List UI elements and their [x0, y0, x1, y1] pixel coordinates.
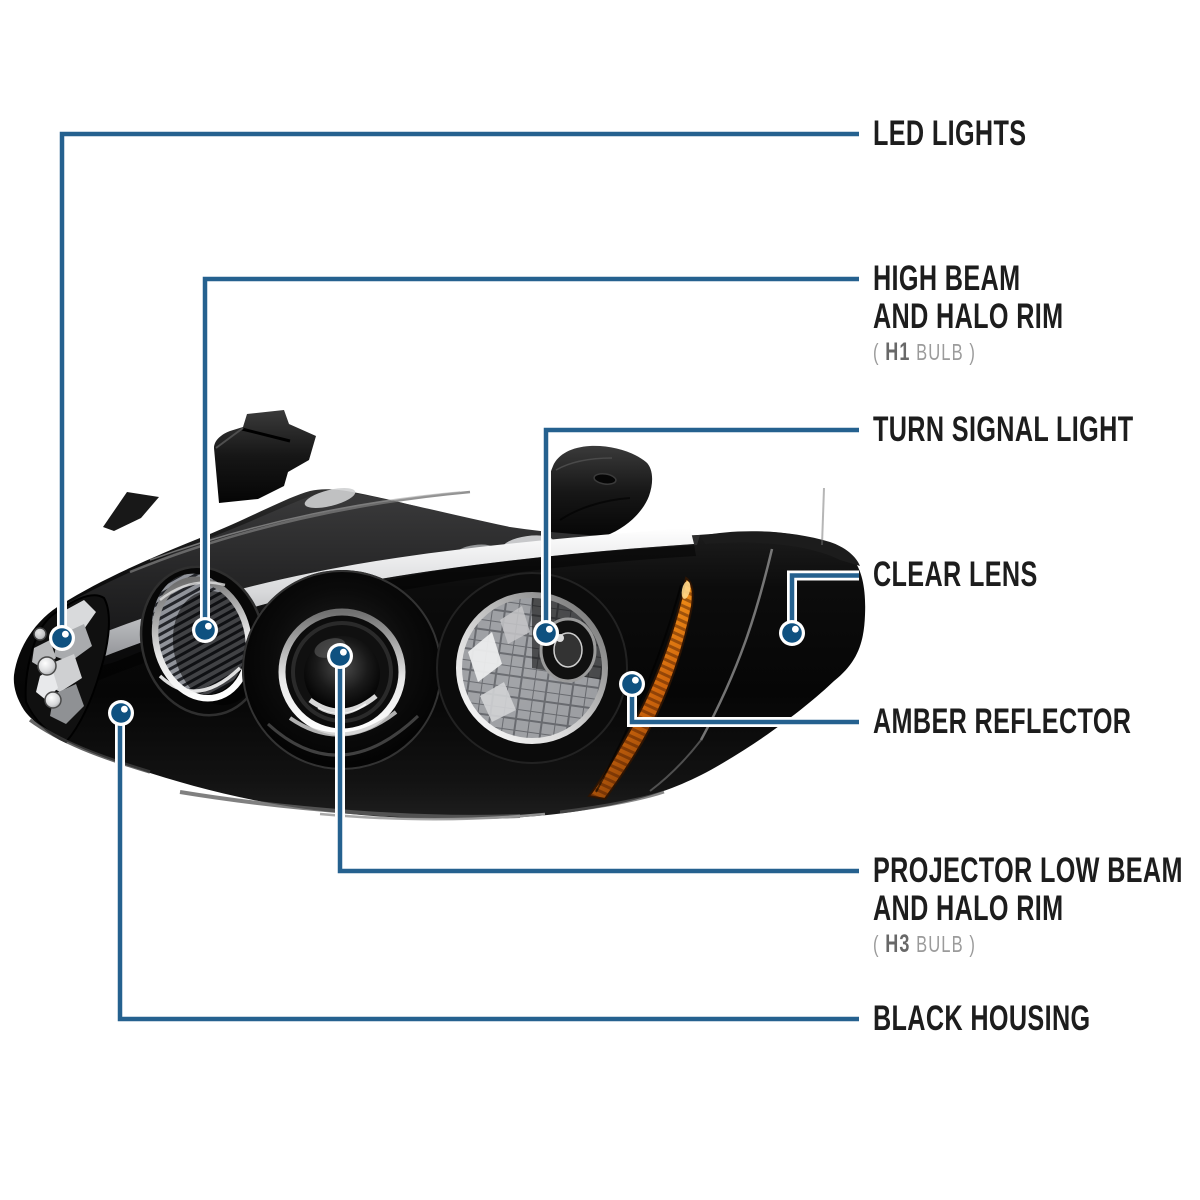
mounting-bracket-center — [546, 445, 653, 541]
high-beam-top-glint — [159, 581, 226, 601]
bottom-rim — [28, 718, 665, 821]
lens-edge-highlight-2 — [149, 491, 461, 561]
bulb-code: H1 — [885, 338, 911, 366]
bulb-rest: BULB ) — [910, 931, 977, 957]
led-bulb — [44, 691, 62, 709]
label-line: TURN SIGNAL LIGHT — [873, 410, 1134, 449]
label-line: AND HALO RIM — [873, 297, 1064, 336]
cap-highlight — [821, 487, 825, 546]
cap-crease — [699, 548, 774, 741]
bottom-rim-line-right — [559, 790, 665, 814]
callout-line-turn-signal — [543, 427, 859, 633]
callout-dot-led-lights — [49, 625, 75, 651]
bracket-ridge-light — [555, 457, 613, 471]
cap-crease-lower — [649, 739, 702, 792]
bracket-highlight — [215, 427, 244, 449]
callout-line-projector-low-beam — [337, 656, 859, 874]
high-beam-halo-rim — [151, 576, 253, 702]
lens-edge-highlight — [129, 490, 471, 574]
callout-line-black-housing — [117, 713, 859, 1022]
headlight-photo — [13, 410, 866, 821]
right-end-cap — [649, 487, 825, 792]
chrome-glint-left — [304, 488, 356, 508]
bracket-slot-hole — [593, 473, 617, 485]
label-line: AMBER REFLECTOR — [873, 702, 1132, 741]
label-line: LED LIGHTS — [873, 114, 1027, 153]
callout-line-high-beam — [202, 276, 859, 630]
callout-line-led-lights — [59, 131, 859, 638]
high-beam-shadow — [172, 590, 260, 706]
callout-label-amber-reflector: AMBER REFLECTOR — [873, 703, 1131, 741]
high-beam-bottom-glint — [158, 666, 242, 693]
callout-dot-clear-lens — [779, 620, 805, 646]
chrome-streak — [57, 528, 695, 672]
callout-label-clear-lens: CLEAR LENS — [873, 556, 1038, 594]
callout-dot-black-housing — [108, 700, 134, 726]
bottom-rim-line — [179, 790, 521, 819]
right-top-lip — [700, 531, 860, 566]
amber-top-glint — [681, 581, 691, 599]
callout-dot-turn-signal — [533, 620, 559, 646]
amber-reflector — [587, 576, 694, 801]
callout-dot-amber-reflector — [619, 671, 645, 697]
amber-ribs — [589, 578, 693, 799]
led-bulb — [33, 627, 47, 641]
callout-line-clear-lens — [789, 573, 859, 633]
bottom-rim-glint — [319, 812, 546, 821]
bulb-note: ( H1 BULB ) — [873, 338, 1064, 366]
label-line: CLEAR LENS — [873, 555, 1038, 594]
callout-dot-high-beam — [192, 617, 218, 643]
bracket-ridge — [559, 497, 631, 521]
turn-signal-chrome-ring — [456, 592, 608, 744]
turn-signal-glint — [468, 632, 502, 682]
turn-signal-reflector — [436, 572, 628, 764]
callout-label-black-housing: BLACK HOUSING — [873, 1000, 1090, 1038]
mounting-fin-small — [103, 492, 159, 531]
bracket-notch — [241, 427, 291, 443]
callout-dots — [49, 617, 805, 726]
bulb-paren: ( — [873, 931, 886, 957]
bulb-rest: BULB ) — [910, 339, 977, 365]
streak-shadow — [66, 544, 696, 688]
turn-signal-bezel-edge — [436, 572, 628, 764]
led-facet — [62, 600, 96, 632]
amber-edge-shadow — [595, 584, 682, 793]
turn-signal-glint — [480, 682, 516, 722]
callout-label-projector-low-beam: PROJECTOR LOW BEAM AND HALO RIM ( H3 BUL… — [873, 851, 1183, 959]
label-line: PROJECTOR LOW BEAM — [873, 851, 1183, 890]
label-line: BLACK HOUSING — [873, 999, 1091, 1038]
mounting-bracket-left — [214, 410, 316, 503]
led-bulb — [37, 656, 57, 676]
mounting-brackets — [103, 410, 653, 541]
label-line: AND HALO RIM — [873, 889, 1064, 928]
bulb-paren: ( — [873, 339, 886, 365]
callout-lines — [57, 129, 859, 1024]
bottom-rim-line-left — [28, 718, 151, 774]
callout-label-high-beam: HIGH BEAM AND HALO RIM ( H1 BULB ) — [873, 259, 1064, 367]
led-corner — [24, 594, 110, 744]
callout-label-turn-signal: TURN SIGNAL LIGHT — [873, 411, 1133, 449]
bulb-code: H3 — [885, 930, 911, 958]
callout-dot-projector-low-beam — [327, 643, 353, 669]
turn-signal-glint — [500, 606, 530, 644]
label-line: HIGH BEAM — [873, 259, 1021, 298]
callout-label-led-lights: LED LIGHTS — [873, 115, 1026, 153]
bulb-note: ( H3 BULB ) — [873, 930, 1183, 958]
